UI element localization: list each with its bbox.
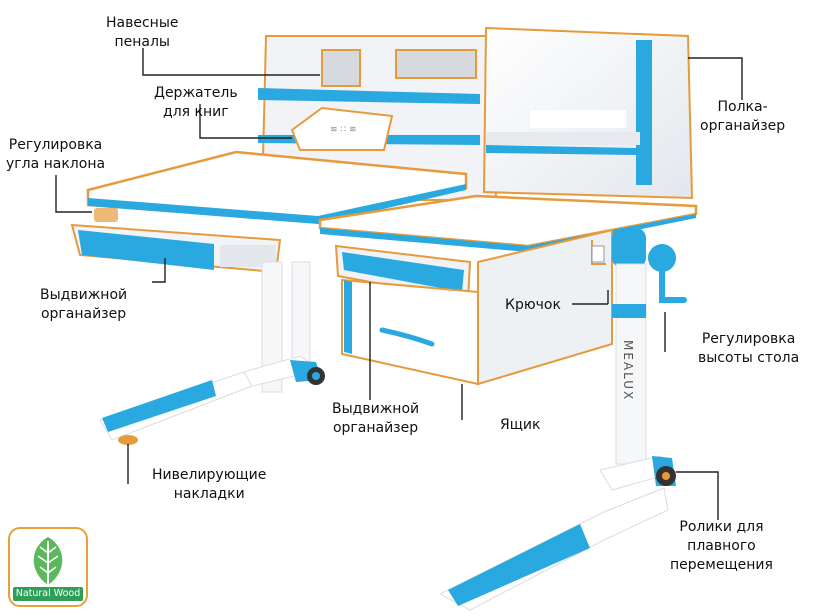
brand-text: MEALUX <box>621 340 635 401</box>
leader-lines <box>55 48 743 520</box>
left-leg <box>99 261 325 445</box>
hook <box>591 240 606 265</box>
right-column: MEALUX <box>438 228 677 611</box>
height-crank <box>648 244 687 303</box>
drawer-box <box>341 228 613 386</box>
svg-text:≋ ∷ ≋: ≋ ∷ ≋ <box>330 125 357 135</box>
label-drawer: Ящик <box>500 417 541 433</box>
natural-wood-badge: Natural Wood <box>8 527 88 607</box>
leaf-icon <box>33 537 63 585</box>
tilt-knob <box>94 208 118 222</box>
book-holder: ≋ ∷ ≋ <box>290 106 394 151</box>
label-hook: Крючок <box>505 297 561 313</box>
left-drawer-organizer <box>70 223 282 274</box>
hanging-cases <box>321 49 477 87</box>
badge-label: Natural Wood <box>13 587 83 601</box>
label-shelf-organizer: Полка-органайзер <box>700 99 786 134</box>
tilting-desktop <box>86 150 468 224</box>
